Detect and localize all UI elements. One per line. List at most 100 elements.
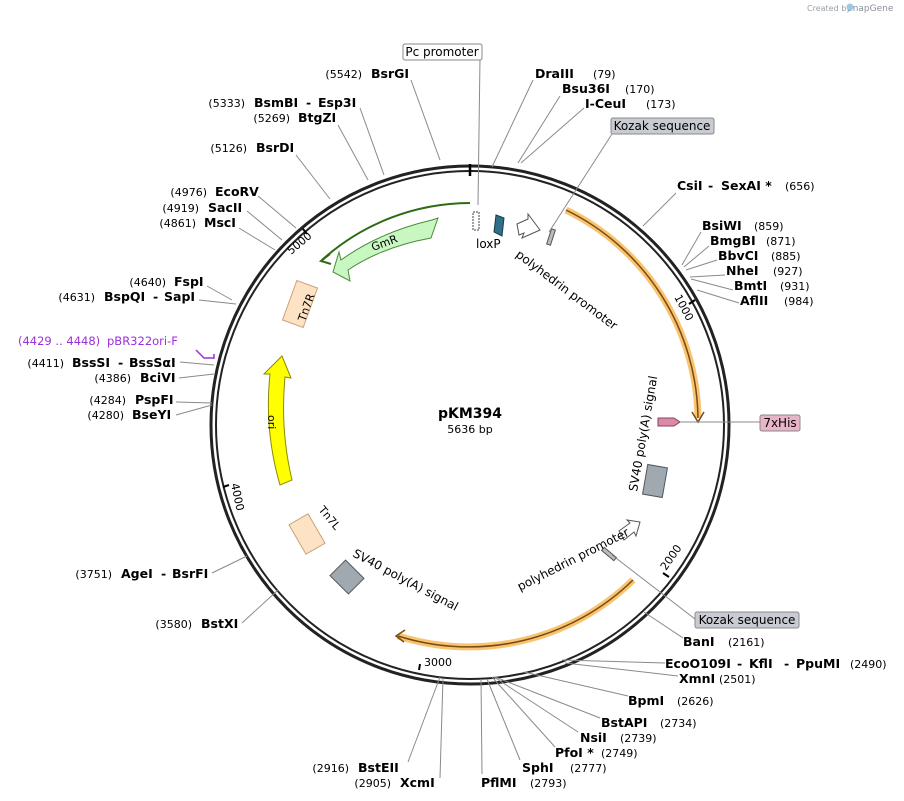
his-callout: 7xHis [680, 414, 801, 432]
gmr-arrow [332, 217, 439, 282]
primer-pbr322ori-f: (4429 .. 4448) pBR322ori-F [18, 334, 215, 359]
site-csii-sexai: CsiI - SexAI * (656) [642, 178, 815, 227]
svg-text:BseYI: BseYI [132, 407, 171, 422]
svg-text:Bsu36I: Bsu36I [562, 81, 610, 96]
svg-text:(5126): (5126) [210, 142, 247, 155]
site-bsmbi-esp3i: (5333) BsmBI - Esp3I [208, 95, 385, 176]
tick-1000-mark [688, 299, 696, 305]
svg-text:(3580): (3580) [155, 618, 192, 631]
svg-text:CsiI: CsiI [677, 178, 703, 193]
site-draiii: DraIII (79) [491, 66, 616, 168]
site-bsssi-bsssai: (4411) BssSI - BssSαI [27, 355, 215, 370]
svg-text:(2793): (2793) [530, 777, 567, 790]
svg-text:(5542): (5542) [325, 68, 362, 81]
svg-text:PfoI *: PfoI * [555, 745, 594, 760]
svg-text:(2916): (2916) [312, 762, 349, 775]
svg-text:-: - [118, 355, 123, 370]
svg-text:(79): (79) [593, 68, 616, 81]
svg-text:(4919): (4919) [162, 202, 199, 215]
orf-bottom-arrowhead [394, 629, 406, 643]
sv40-left-label: SV40 poly(A) signal [351, 546, 461, 613]
loxp-label: loxP [476, 237, 501, 251]
svg-text:BsrDI: BsrDI [256, 140, 294, 155]
svg-text:-: - [153, 289, 158, 304]
site-bani: BanI (2161) [643, 611, 765, 649]
svg-text:MscI: MscI [204, 215, 236, 230]
orf-right-arc [564, 206, 702, 419]
kozak-top-label: Kozak sequence [614, 119, 711, 133]
his-marker [657, 417, 681, 427]
svg-text:PflMI: PflMI [481, 775, 517, 790]
site-msci: (4861) MscI [159, 215, 276, 251]
svg-text:(173): (173) [646, 98, 676, 111]
loxp-teal-marker [493, 214, 505, 237]
svg-text:(871): (871) [766, 235, 796, 248]
tick-5000-mark [302, 228, 308, 235]
polyhedrin-top-arrow [516, 212, 541, 239]
svg-text:-: - [784, 656, 789, 671]
sv40-left-box [329, 559, 365, 595]
site-ecoo109i-kfli-ppumi: EcoO109I - KflI - PpuMI (2490) [561, 656, 887, 671]
site-bsu36i: Bsu36I (170) [517, 81, 655, 164]
svg-text:NsiI: NsiI [580, 730, 607, 745]
site-bsiwi: BsiWI (859) [681, 218, 784, 266]
svg-text:BstAPI: BstAPI [601, 715, 647, 730]
site-btgzi: (5269) BtgZI [253, 110, 369, 181]
kozak-bottom-callout: Kozak sequence [611, 554, 800, 629]
pc-promoter-label: Pc promoter [405, 45, 478, 59]
svg-text:(4411): (4411) [27, 357, 64, 370]
site-bstxi: (3580) BstXI [155, 589, 279, 631]
svg-text:DraIII: DraIII [535, 66, 574, 81]
polyhedrin-top-label: polyhedrin promoter [513, 247, 620, 332]
svg-text:AflII: AflII [740, 293, 768, 308]
gmr-outer-arrowhead [318, 253, 332, 265]
svg-text:(4631): (4631) [58, 291, 95, 304]
svg-text:BsrFI: BsrFI [172, 566, 208, 581]
svg-text:BanI: BanI [683, 634, 715, 649]
tick-2000-mark [662, 572, 670, 578]
svg-text:AgeI: AgeI [121, 566, 153, 581]
polyhedrin-bottom-arrow [618, 519, 641, 541]
primer-name: pBR322ori-F [107, 334, 178, 348]
svg-text:-: - [161, 566, 166, 581]
site-fspi: (4640) FspI [129, 274, 233, 301]
ori-label: ori [265, 415, 278, 429]
svg-text:BstEII: BstEII [358, 760, 399, 775]
site-bsteii: (2916) BstEII [312, 676, 441, 775]
svg-text:(5333): (5333) [208, 97, 245, 110]
site-pfoi: PfoI * (2749) [491, 676, 638, 760]
svg-text:(2161): (2161) [728, 636, 765, 649]
svg-text:-: - [306, 95, 311, 110]
svg-text:(931): (931) [780, 280, 810, 293]
svg-text:BsrGI: BsrGI [371, 66, 409, 81]
svg-text:PpuMI: PpuMI [796, 656, 840, 671]
plasmid-name: pKM394 [438, 406, 502, 422]
ori-arrow [262, 355, 293, 486]
site-bcivi: (4386) BciVI [94, 370, 215, 385]
svg-text:-: - [708, 178, 713, 193]
tn7l-label: Tn7L [315, 503, 343, 533]
svg-text:NheI: NheI [726, 263, 759, 278]
site-bsrdi: (5126) BsrDI [210, 140, 331, 200]
polyhedrin-bottom-marker [600, 546, 618, 562]
svg-text:BbvCI: BbvCI [718, 248, 758, 263]
svg-text:(2501): (2501) [719, 673, 756, 686]
primer-position: (4429 .. 4448) [18, 334, 100, 348]
svg-text:EcoO109I: EcoO109I [665, 656, 731, 671]
svg-text:BspQI: BspQI [104, 289, 145, 304]
svg-text:I-CeuI: I-CeuI [585, 96, 626, 111]
site-bmti: BmtI (931) [690, 278, 810, 293]
created-by-text: Created by [807, 4, 851, 13]
svg-text:-: - [737, 656, 742, 671]
svg-text:BssSαI: BssSαI [129, 355, 176, 370]
tick-4000: 4000 [228, 482, 247, 512]
site-agei-bsrfi: (3751) AgeI - BsrFI [75, 555, 248, 581]
svg-text:(885): (885) [771, 250, 801, 263]
svg-text:(5269): (5269) [253, 112, 290, 125]
site-bbvci: BbvCI (885) [685, 248, 801, 271]
svg-text:SapI: SapI [164, 289, 195, 304]
site-ecorv: (4976) EcoRV [170, 184, 297, 229]
tn7r-box [281, 279, 319, 329]
svg-text:(4280): (4280) [87, 409, 124, 422]
svg-text:(4386): (4386) [94, 372, 131, 385]
